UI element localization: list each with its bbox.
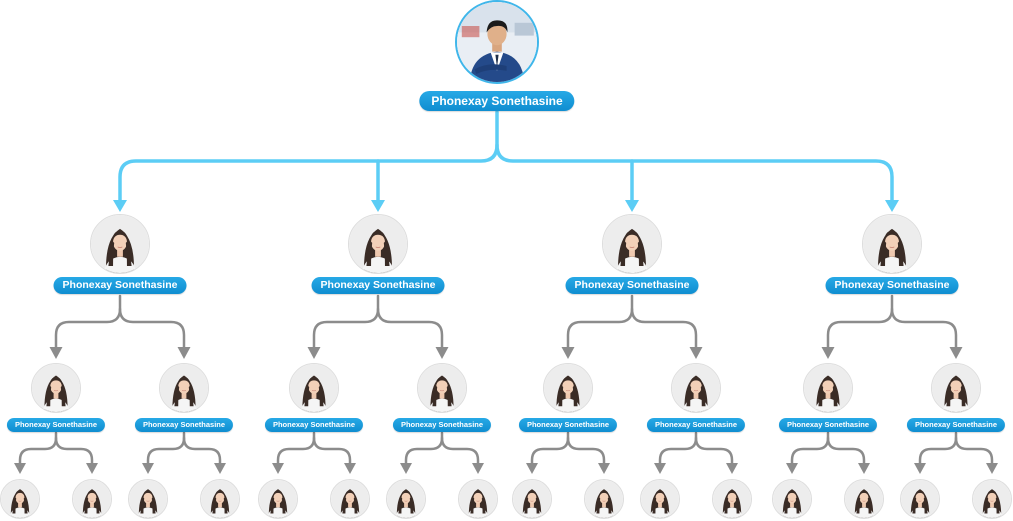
staff-name-label[interactable]: Phonexay Sonethasine (778, 418, 878, 432)
arrow-down-icon (307, 347, 321, 359)
staff-connector-right (954, 436, 994, 466)
staff-connector-left (146, 431, 186, 466)
arrow-down-icon (949, 347, 963, 359)
staff-name-label[interactable]: Phonexay Sonethasine (264, 418, 364, 432)
manager-name-label[interactable]: Phonexay Sonethasine (565, 277, 699, 294)
arrow-down-icon (726, 463, 738, 474)
arrow-down-icon (786, 463, 798, 474)
arrow-down-icon (272, 463, 284, 474)
arrow-down-icon (435, 347, 449, 359)
arrow-down-icon (914, 463, 926, 474)
staff-name-label[interactable]: Phonexay Sonethasine (906, 418, 1006, 432)
staff-connector-right (54, 436, 94, 466)
arrow-down-icon (885, 200, 899, 212)
woman-portrait-photo-icon (931, 363, 981, 413)
woman-portrait-photo-icon (258, 479, 298, 519)
woman-portrait-photo-icon (543, 363, 593, 413)
arrow-down-icon (113, 200, 127, 212)
staff-connector-left (918, 431, 958, 466)
manager-connector-left (566, 294, 634, 350)
woman-portrait-photo-icon (844, 479, 884, 519)
arrow-down-icon (142, 463, 154, 474)
woman-portrait-photo-icon (348, 214, 408, 274)
arrow-down-icon (689, 347, 703, 359)
arrow-down-icon (526, 463, 538, 474)
manager-connector-left (54, 294, 122, 350)
woman-portrait-photo-icon (200, 479, 240, 519)
arrow-down-icon (986, 463, 998, 474)
staff-connector-left (276, 431, 316, 466)
woman-portrait-photo-icon (772, 479, 812, 519)
woman-portrait-photo-icon (330, 479, 370, 519)
manager-connector-left (826, 294, 894, 350)
staff-connector-right (312, 436, 352, 466)
staff-connector-left (18, 431, 58, 466)
woman-portrait-photo-icon (0, 479, 40, 519)
root-connector-left (118, 110, 499, 203)
woman-portrait-photo-icon (458, 479, 498, 519)
woman-portrait-photo-icon (417, 363, 467, 413)
woman-portrait-photo-icon (289, 363, 339, 413)
woman-portrait-photo-icon (602, 214, 662, 274)
woman-portrait-photo-icon (128, 479, 168, 519)
manager-name-label[interactable]: Phonexay Sonethasine (311, 277, 445, 294)
staff-name-label[interactable]: Phonexay Sonethasine (518, 418, 618, 432)
arrow-down-icon (561, 347, 575, 359)
staff-connector-right (182, 436, 222, 466)
arrow-down-icon (821, 347, 835, 359)
woman-portrait-photo-icon (512, 479, 552, 519)
arrow-down-icon (625, 200, 639, 212)
staff-name-label[interactable]: Phonexay Sonethasine (134, 418, 234, 432)
woman-portrait-photo-icon (900, 479, 940, 519)
woman-portrait-photo-icon (31, 363, 81, 413)
woman-portrait-photo-icon (712, 479, 752, 519)
woman-portrait-photo-icon (159, 363, 209, 413)
man-in-suit-photo-icon (455, 0, 539, 84)
staff-connector-right (440, 436, 480, 466)
arrow-down-icon (214, 463, 226, 474)
manager-connector-right (630, 307, 698, 350)
manager-name-label[interactable]: Phonexay Sonethasine (825, 277, 959, 294)
woman-portrait-photo-icon (584, 479, 624, 519)
staff-name-label[interactable]: Phonexay Sonethasine (646, 418, 746, 432)
staff-connector-left (404, 431, 444, 466)
root-connector-right (495, 143, 894, 203)
manager-connector-right (890, 307, 958, 350)
manager-connector-right (118, 307, 186, 350)
staff-name-label[interactable]: Phonexay Sonethasine (392, 418, 492, 432)
woman-portrait-photo-icon (72, 479, 112, 519)
arrow-down-icon (49, 347, 63, 359)
staff-connector-left (658, 431, 698, 466)
arrow-down-icon (400, 463, 412, 474)
arrow-down-icon (371, 200, 385, 212)
woman-portrait-photo-icon (862, 214, 922, 274)
arrow-down-icon (177, 347, 191, 359)
arrow-down-icon (472, 463, 484, 474)
arrow-down-icon (858, 463, 870, 474)
arrow-down-icon (654, 463, 666, 474)
arrow-down-icon (86, 463, 98, 474)
staff-name-label[interactable]: Phonexay Sonethasine (6, 418, 106, 432)
root-name-label[interactable]: Phonexay Sonethasine (419, 91, 575, 111)
staff-connector-right (694, 436, 734, 466)
woman-portrait-photo-icon (972, 479, 1012, 519)
manager-connector-right (376, 307, 444, 350)
manager-connector-left (312, 294, 380, 350)
manager-name-label[interactable]: Phonexay Sonethasine (53, 277, 187, 294)
woman-portrait-photo-icon (640, 479, 680, 519)
staff-connector-right (826, 436, 866, 466)
woman-portrait-photo-icon (803, 363, 853, 413)
staff-connector-left (790, 431, 830, 466)
arrow-down-icon (14, 463, 26, 474)
woman-portrait-photo-icon (90, 214, 150, 274)
woman-portrait-photo-icon (671, 363, 721, 413)
staff-connector-right (566, 436, 606, 466)
staff-connector-left (530, 431, 570, 466)
arrow-down-icon (598, 463, 610, 474)
woman-portrait-photo-icon (386, 479, 426, 519)
arrow-down-icon (344, 463, 356, 474)
